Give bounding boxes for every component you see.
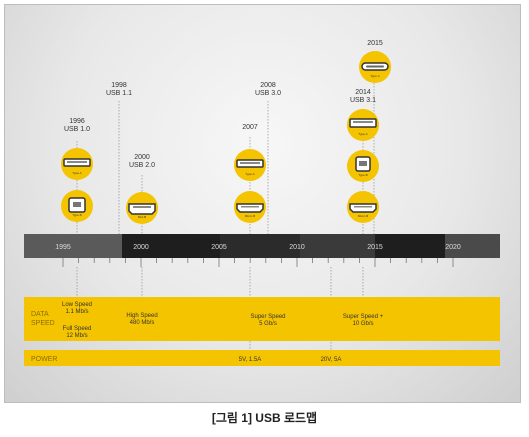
year-tick-label: 1995: [55, 244, 71, 251]
usb31-micro-b-icon: Micro B: [347, 191, 379, 223]
milestone-version: USB 2.0: [129, 162, 155, 169]
year-tick-label: 2015: [367, 244, 383, 251]
svg-text:Micro B: Micro B: [245, 214, 255, 218]
usb-mini-b-icon: Mini B: [126, 192, 158, 224]
year-tick-label: 2010: [289, 244, 305, 251]
power-value: 20V, 5A: [321, 357, 342, 363]
milestone-year: 1996: [69, 118, 85, 125]
milestone-version: USB 3.1: [350, 97, 376, 104]
speed-value: 12 Mb/s: [66, 333, 87, 339]
milestone-year: 2014: [355, 89, 371, 96]
year-tick-label: 2000: [133, 244, 149, 251]
data-speed-label: DATA: [31, 311, 49, 318]
milestone-year: 1998: [111, 82, 127, 89]
speed-label: Super Speed +: [343, 314, 384, 320]
milestone-version: USB 1.0: [64, 126, 90, 133]
milestone-year: 2015: [367, 40, 383, 47]
speed-label: Full Speed: [63, 326, 92, 332]
svg-text:Type B: Type B: [72, 213, 81, 217]
milestone-year: 2007: [242, 124, 258, 131]
usb-roadmap-diagram: 1996 USB 1.0 1998 USB 1.1 2000 USB 2.0 2…: [24, 40, 500, 366]
svg-text:Type A: Type A: [245, 172, 254, 176]
figure-caption: [그림 1] USB 로드맵: [211, 411, 318, 425]
data-speed-label: SPEED: [31, 320, 55, 327]
year-tick-label: 2005: [211, 244, 227, 251]
usb-type-c-icon: Type C: [359, 51, 391, 83]
svg-text:Type A: Type A: [72, 171, 81, 175]
svg-text:Type A: Type A: [358, 132, 367, 136]
usb31-type-a-icon: Type A: [347, 109, 379, 141]
usb-type-a-icon: Type A: [61, 148, 93, 180]
svg-text:Mini B: Mini B: [138, 215, 146, 219]
milestone-year: 2000: [134, 154, 150, 161]
power-label: POWER: [31, 356, 57, 363]
usb31-type-b-icon: Type B: [347, 150, 379, 182]
year-tick-label: 2020: [445, 244, 461, 251]
usb3-type-a-icon: Type A: [234, 149, 266, 181]
year-ticks: [62, 258, 454, 267]
speed-value: 5 Gb/s: [259, 321, 277, 327]
connector-icons: Type A Type B Mini B Type A: [61, 51, 391, 224]
milestone-version: USB 1.1: [106, 90, 132, 97]
power-value: 5V, 1.5A: [239, 357, 261, 363]
speed-label: High Speed: [126, 313, 157, 319]
speed-value: 1.1 Mb/s: [65, 309, 88, 315]
speed-value: 10 Gb/s: [352, 321, 373, 327]
speed-label: Low Speed: [62, 302, 92, 308]
usb-type-b-icon: Type B: [61, 190, 93, 222]
speed-label: Super Speed: [250, 314, 285, 320]
speed-value: 480 Mb/s: [130, 320, 155, 326]
svg-text:Type C: Type C: [370, 74, 380, 78]
svg-text:Type B: Type B: [358, 173, 367, 177]
usb-micro-b-icon: Micro B: [234, 191, 266, 223]
milestone-version: USB 3.0: [255, 90, 281, 97]
svg-text:Micro B: Micro B: [358, 214, 368, 218]
figure-frame: 1996 USB 1.0 1998 USB 1.1 2000 USB 2.0 2…: [4, 4, 521, 403]
milestone-year: 2008: [260, 82, 276, 89]
timeline-bar: 1995 2000 2005 2010 2015 2020: [24, 234, 500, 267]
data-speed-band: DATA SPEED Low Speed 1.1 Mb/s Full Speed…: [24, 297, 500, 341]
power-band: POWER 5V, 1.5A 20V, 5A: [24, 350, 500, 366]
